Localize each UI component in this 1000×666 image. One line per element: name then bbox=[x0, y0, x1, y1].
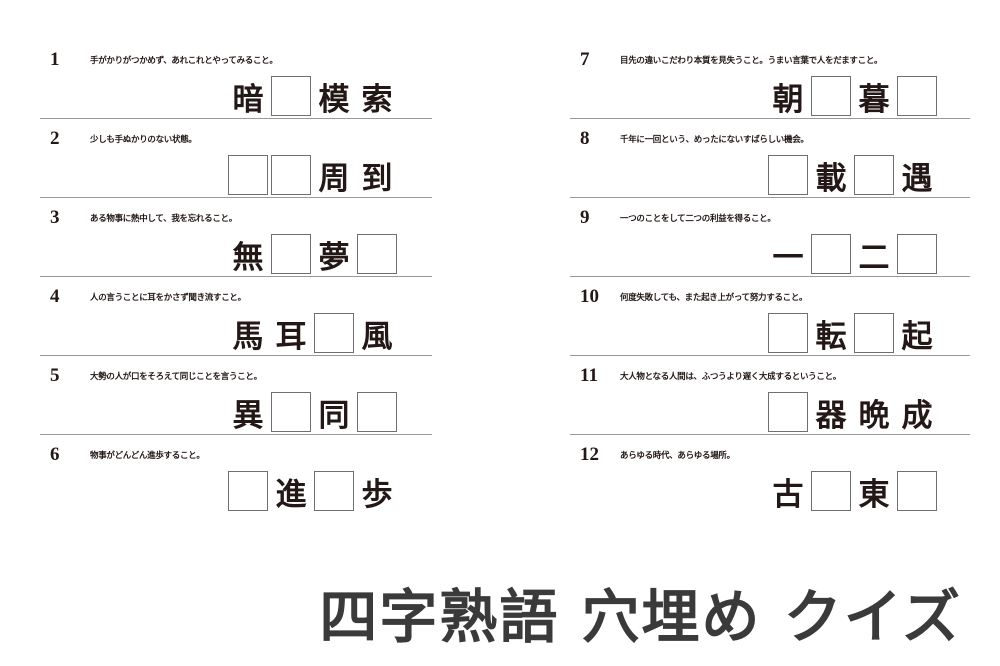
given-kanji: 同 bbox=[318, 397, 350, 434]
given-kanji: 古 bbox=[772, 476, 804, 513]
answer-blank-box[interactable] bbox=[768, 155, 808, 195]
left-column: 1 手がかりがつかめず、あれこれとやってみること。暗 模索 2 少しも手ぬかりのない状態… bbox=[40, 40, 432, 514]
answer-blank-box[interactable] bbox=[768, 313, 808, 353]
kanji-slots: 馬耳 風 bbox=[228, 313, 397, 355]
given-kanji: 成 bbox=[901, 397, 933, 434]
question-number: 7 bbox=[580, 49, 590, 70]
given-kanji: 転 bbox=[815, 318, 847, 355]
given-kanji: 夢 bbox=[318, 239, 350, 276]
question-description: 手がかりがつかめず、あれこれとやってみること。 bbox=[90, 55, 278, 65]
kanji-slots: 古東 bbox=[768, 471, 937, 513]
answer-blank-box[interactable] bbox=[897, 76, 937, 116]
question-description: 少しも手ぬかりのない状態。 bbox=[90, 134, 197, 144]
kanji-slots: 暗 模索 bbox=[228, 76, 397, 118]
question-number: 3 bbox=[50, 207, 60, 228]
question-description: 目先の違いこだわり本質を見失うこと。うまい言葉で人をだますこと。 bbox=[620, 55, 883, 65]
answer-blank-box[interactable] bbox=[357, 234, 397, 274]
question-description: 一つのことをして二つの利益を得ること。 bbox=[620, 213, 776, 223]
kanji-slots: 載遇 bbox=[768, 155, 937, 197]
given-kanji: 無 bbox=[232, 239, 264, 276]
question-number: 10 bbox=[580, 286, 599, 307]
kanji-slots: 異同 bbox=[228, 392, 397, 434]
question-number: 9 bbox=[580, 207, 590, 228]
answer-blank-box[interactable] bbox=[271, 234, 311, 274]
answer-blank-box[interactable] bbox=[811, 234, 851, 274]
question-number: 6 bbox=[50, 444, 60, 465]
question-number: 1 bbox=[50, 49, 60, 70]
kanji-slots: 一二 bbox=[768, 234, 937, 276]
given-kanji: 遇 bbox=[901, 160, 933, 197]
given-kanji: 進 bbox=[275, 476, 307, 513]
given-kanji: 索 bbox=[361, 81, 393, 118]
question-number: 12 bbox=[580, 444, 599, 465]
question-description: 千年に一回という、めったにないすばらしい機会。 bbox=[620, 134, 809, 144]
answer-blank-box[interactable] bbox=[897, 471, 937, 511]
answer-blank-box[interactable] bbox=[314, 471, 354, 511]
given-kanji: 二 bbox=[858, 239, 890, 276]
given-kanji: 朝 bbox=[772, 81, 804, 118]
given-kanji: 一 bbox=[772, 239, 804, 276]
question-description: ある物事に熱中して、我を忘れること。 bbox=[90, 213, 237, 223]
given-kanji: 暮 bbox=[858, 81, 890, 118]
answer-blank-box[interactable] bbox=[768, 392, 808, 432]
given-kanji: 周 bbox=[318, 160, 350, 197]
kanji-slots: 無夢 bbox=[228, 234, 397, 276]
given-kanji: 載 bbox=[815, 160, 847, 197]
answer-blank-box[interactable] bbox=[228, 155, 268, 195]
question-description: 大人物となる人間は、ふつうより遅く大成するということ。 bbox=[620, 371, 841, 381]
given-kanji: 暗 bbox=[232, 81, 264, 118]
given-kanji: 耳 bbox=[275, 318, 307, 355]
question-description: あらゆる時代、あらゆる場所。 bbox=[620, 450, 735, 460]
answer-blank-box[interactable] bbox=[357, 392, 397, 432]
answer-blank-box[interactable] bbox=[271, 392, 311, 432]
question-number: 5 bbox=[50, 365, 60, 386]
question-number: 11 bbox=[580, 365, 598, 386]
given-kanji: 風 bbox=[361, 318, 393, 355]
answer-blank-box[interactable] bbox=[811, 76, 851, 116]
given-kanji: 馬 bbox=[232, 318, 264, 355]
given-kanji: 起 bbox=[901, 318, 933, 355]
kanji-slots: 周到 bbox=[228, 155, 397, 197]
kanji-slots: 朝暮 bbox=[768, 76, 937, 118]
quiz-question: 4 人の言うことに耳をかさず聞き流すこと。馬耳 風 bbox=[40, 277, 432, 356]
question-description: 何度失敗しても、また起き上がって努力すること。 bbox=[620, 292, 808, 302]
answer-blank-box[interactable] bbox=[854, 155, 894, 195]
quiz-question: 1 手がかりがつかめず、あれこれとやってみること。暗 模索 bbox=[40, 40, 432, 119]
kanji-slots: 転起 bbox=[768, 313, 937, 355]
answer-blank-box[interactable] bbox=[271, 76, 311, 116]
answer-blank-box[interactable] bbox=[897, 234, 937, 274]
answer-blank-box[interactable] bbox=[271, 155, 311, 195]
given-kanji: 東 bbox=[858, 476, 890, 513]
given-kanji: 器 bbox=[815, 397, 847, 434]
quiz-question: 2 少しも手ぬかりのない状態。周到 bbox=[40, 119, 432, 198]
answer-blank-box[interactable] bbox=[854, 313, 894, 353]
question-number: 4 bbox=[50, 286, 60, 307]
quiz-title: 四字熟語 穴埋め クイズ bbox=[319, 583, 962, 651]
given-kanji: 模 bbox=[318, 81, 350, 118]
question-description: 人の言うことに耳をかさず聞き流すこと。 bbox=[90, 292, 246, 302]
answer-blank-box[interactable] bbox=[811, 471, 851, 511]
given-kanji: 異 bbox=[232, 397, 264, 434]
question-number: 8 bbox=[580, 128, 590, 149]
kanji-slots: 器晩成 bbox=[768, 392, 937, 434]
answer-blank-box[interactable] bbox=[228, 471, 268, 511]
question-number: 2 bbox=[50, 128, 60, 149]
answer-blank-box[interactable] bbox=[314, 313, 354, 353]
given-kanji: 歩 bbox=[361, 476, 393, 513]
quiz-question: 11 大人物となる人間は、ふつうより遅く大成するということ。器晩成 bbox=[570, 356, 970, 435]
question-description: 物事がどんどん進歩すること。 bbox=[90, 450, 205, 460]
given-kanji: 到 bbox=[361, 160, 393, 197]
kanji-slots: 進歩 bbox=[228, 471, 397, 513]
given-kanji: 晩 bbox=[858, 397, 890, 434]
question-description: 大勢の人が口をそろえて同じことを言うこと。 bbox=[90, 371, 262, 381]
